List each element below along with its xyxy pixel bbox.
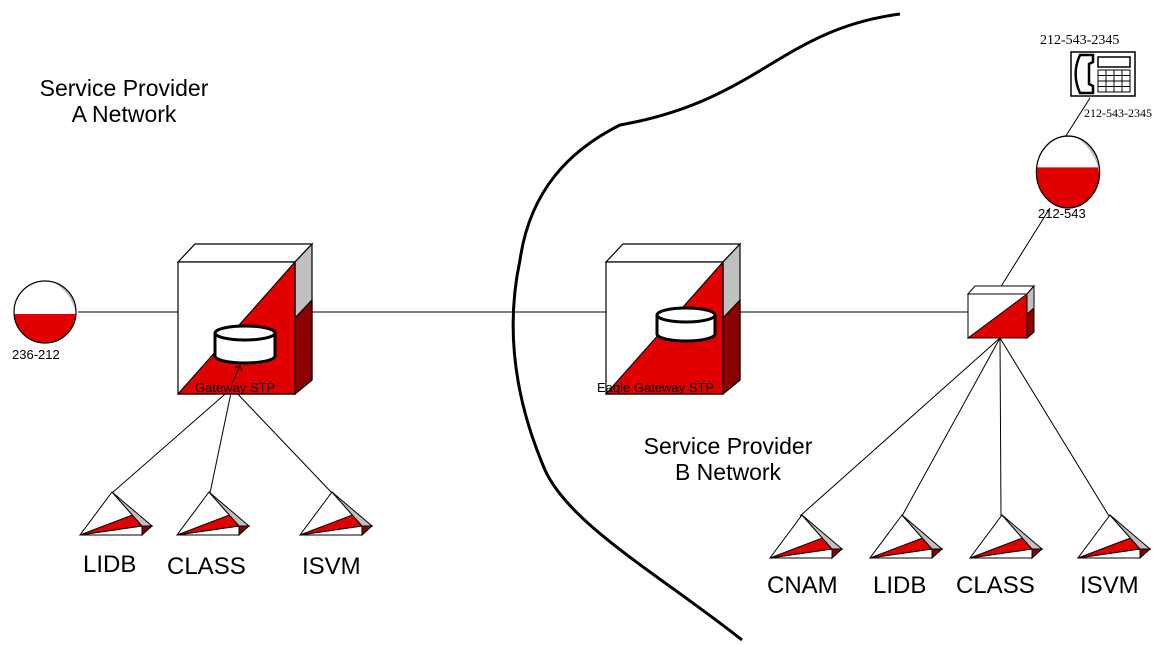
- gateway-b-label: Eagle Gateway STP: [597, 380, 715, 395]
- db-a-class-label: CLASS: [167, 553, 246, 580]
- provider-b-line1: Service Provider: [643, 433, 813, 459]
- switch-b-label: 212-543: [1038, 206, 1086, 221]
- telephone-number-bottom: 212-543-2345: [1084, 106, 1152, 120]
- db-a-isvm-label: ISVM: [302, 553, 361, 580]
- database-icon: [655, 306, 717, 343]
- telephone-icon: [1070, 51, 1136, 97]
- provider-a-title: Service Provider A Network: [10, 75, 238, 127]
- link-stp-b-class: [999, 337, 1002, 517]
- link-gateway-a-class: [209, 387, 233, 494]
- link-stp-b-switch-b: [999, 207, 1051, 289]
- link-stp-b-cnam: [799, 337, 1001, 517]
- gateway-a-label: Gateway STP: [195, 380, 276, 395]
- network-boundary: [511, 12, 901, 642]
- provider-a-line2: A Network: [71, 101, 177, 127]
- cnam-b-icon: [768, 514, 844, 560]
- lidb-a-icon: [78, 491, 154, 537]
- class-b-icon: [968, 514, 1044, 560]
- switch-b-icon: [1035, 135, 1101, 209]
- switch-a-label: 236-212: [12, 347, 60, 362]
- link-gateway-a-lidb: [111, 387, 233, 494]
- link-stp-b-lidb: [901, 337, 1001, 517]
- link-gateway-a-isvm: [231, 387, 333, 494]
- switch-a-icon: [13, 280, 77, 344]
- link-switch-b-telephone: [1061, 97, 1091, 143]
- isvm-a-icon: [298, 491, 374, 537]
- db-b-cnam-label: CNAM: [767, 572, 838, 599]
- db-b-isvm-label: ISVM: [1080, 572, 1139, 599]
- isvm-b-icon: [1076, 514, 1152, 560]
- database-icon: [213, 324, 277, 365]
- db-b-class-label: CLASS: [956, 572, 1035, 599]
- gateway-stp-a-icon: [176, 242, 314, 396]
- lidb-b-icon: [868, 514, 944, 560]
- connections: [78, 97, 1110, 517]
- telephone-number-top: 212-543-2345: [1040, 33, 1120, 48]
- arrow-icon: [231, 365, 243, 385]
- class-a-icon: [175, 491, 251, 537]
- db-b-lidb-label: LIDB: [873, 572, 927, 599]
- db-a-lidb-label: LIDB: [83, 551, 137, 578]
- provider-b-line2: B Network: [674, 459, 782, 485]
- link-stp-b-isvm: [999, 337, 1110, 517]
- provider-a-line1: Service Provider: [39, 75, 209, 101]
- stp-b-icon: [966, 284, 1036, 340]
- provider-b-title: Service Provider B Network: [614, 433, 842, 485]
